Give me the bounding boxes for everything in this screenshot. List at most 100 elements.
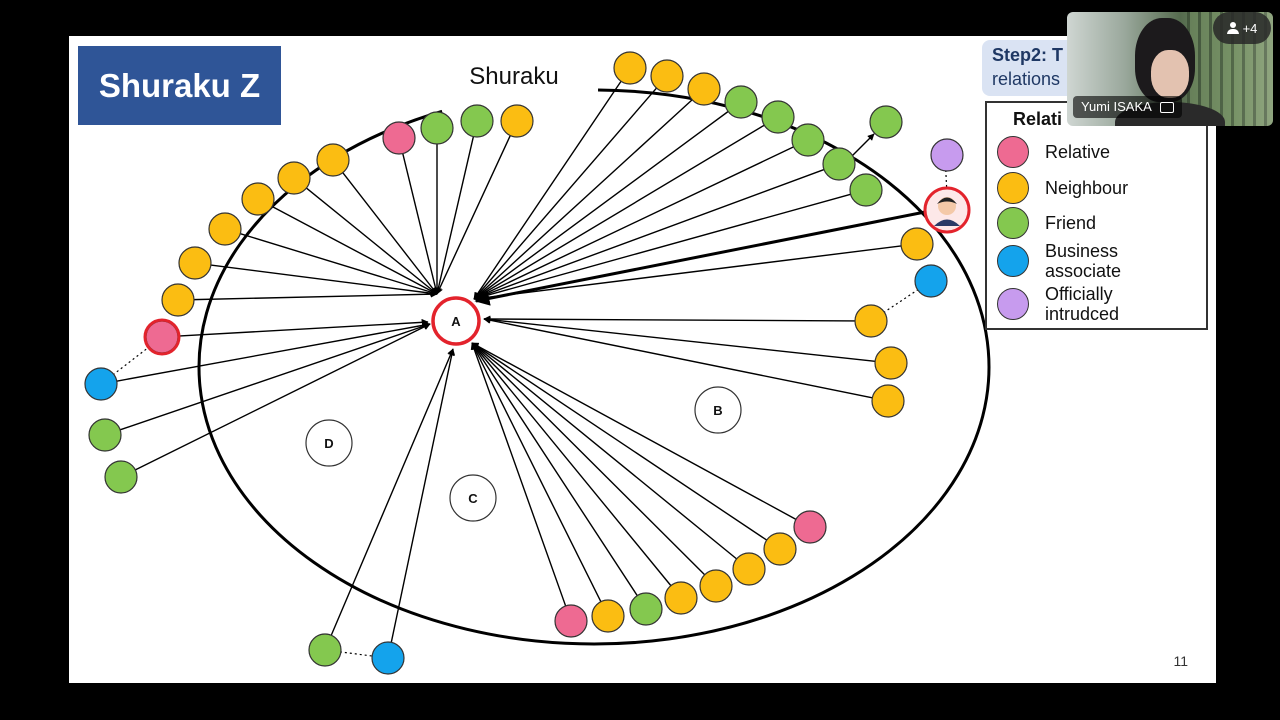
- relationship-node-friend: [420, 111, 454, 145]
- relationship-arrow: [473, 168, 825, 301]
- person-icon: [1226, 22, 1239, 34]
- relationship-arrow: [471, 342, 706, 576]
- household-a-ring: [431, 296, 481, 346]
- relationship-node-neighbour: [763, 532, 797, 566]
- relationship-arrow: [470, 342, 567, 607]
- relationship-arrow: [471, 342, 672, 587]
- legend-item-business-associate: Business associate: [997, 241, 1121, 281]
- relationship-node-neighbour: [874, 346, 908, 380]
- relationship-node-neighbour: [161, 283, 195, 317]
- relationship-arrow: [483, 316, 876, 362]
- legend-label: Relative: [1045, 142, 1111, 162]
- relationship-arrow: [135, 323, 431, 471]
- relationship-arrow: [471, 342, 602, 602]
- participant-name-tag: Yumi ISAKA: [1073, 96, 1182, 118]
- relationship-node-relative: [382, 121, 416, 155]
- relationship-node-neighbour: [208, 212, 242, 246]
- step-box-heading: Step2: T: [992, 45, 1064, 65]
- relationship-node-relative: [793, 510, 827, 544]
- participants-button[interactable]: +4: [1213, 12, 1271, 44]
- relationship-arrow: [473, 80, 622, 300]
- screen-share-icon: [1159, 101, 1174, 113]
- relationship-arrow: [849, 133, 875, 159]
- relationship-node-friend: [629, 592, 663, 626]
- relationship-arrow: [473, 193, 851, 301]
- relationship-arrow: [193, 290, 438, 301]
- relationship-arrow: [402, 153, 439, 295]
- legend-item-neighbour: Neighbour: [997, 172, 1128, 204]
- legend: Relati Relative Neighbour Friend Busines…: [985, 101, 1208, 330]
- household-b-label: B: [713, 403, 722, 418]
- relationship-arrow: [210, 264, 438, 297]
- relationship-node-official: [930, 138, 964, 172]
- participant-name: Yumi ISAKA: [1081, 99, 1152, 114]
- relationship-node-neighbour: [854, 304, 888, 338]
- legend-label: Business associate: [1045, 241, 1122, 281]
- legend-swatch: [997, 207, 1029, 239]
- legend-swatch: [997, 136, 1029, 168]
- relationship-node-neighbour: [178, 246, 212, 280]
- household-b: [694, 386, 742, 434]
- relationship-arrow: [435, 136, 475, 295]
- household-c: [449, 474, 497, 522]
- relationship-links: [100, 80, 948, 659]
- relationship-node-neighbour: [316, 143, 350, 177]
- relationship-node-neighbour: [732, 552, 766, 586]
- village-boundary: [197, 88, 991, 646]
- relationship-arrow: [473, 146, 794, 300]
- legend-label: Neighbour: [1045, 178, 1129, 198]
- relationship-node-business: [84, 367, 118, 401]
- legend-item-relative: Relative: [997, 136, 1110, 168]
- relationship-node-neighbour: [900, 227, 934, 261]
- relationship-arrow: [473, 87, 658, 300]
- relationship-node-relative: [554, 604, 588, 638]
- legend-swatch: [997, 172, 1029, 204]
- legend-swatch: [997, 288, 1029, 320]
- relationship-node-friend: [791, 123, 825, 157]
- household-d: [305, 419, 353, 467]
- relationship-arrow: [483, 315, 856, 323]
- relationship-node-friend: [761, 100, 795, 134]
- legend-item-officially-introduced: Officially intrudced: [997, 284, 1119, 324]
- legend-label: Officially intrudced: [1045, 284, 1120, 324]
- relationship-node-neighbour: [687, 72, 721, 106]
- relationship-node-friend: [724, 85, 758, 119]
- household-a: A: [431, 296, 481, 346]
- relationship-node-friend: [849, 173, 883, 207]
- relationship-node-friend: [822, 147, 856, 181]
- relationship-node-neighbour: [650, 59, 684, 93]
- relationship-nodes: [84, 51, 964, 675]
- relationship-node-neighbour: [591, 599, 625, 633]
- relationship-arrow: [330, 348, 454, 636]
- relationship-arrow: [436, 135, 511, 295]
- participant-face: [1151, 50, 1189, 98]
- relationship-node-neighbour: [241, 182, 275, 216]
- relationship-node-friend: [308, 633, 342, 667]
- relationship-arrow: [390, 348, 456, 643]
- legend-swatch: [997, 245, 1029, 277]
- relationship-node-friend: [869, 105, 903, 139]
- person-hair: [937, 197, 957, 204]
- page-number: 11: [1173, 653, 1188, 669]
- legend-title: Relati: [1013, 109, 1063, 129]
- relationship-arrow: [177, 318, 429, 337]
- relationship-node-neighbour: [699, 569, 733, 603]
- relationship-arrow: [471, 342, 638, 596]
- relationship-arrow: [473, 110, 729, 300]
- official-person-node: [923, 186, 971, 234]
- relationship-node-neighbour: [871, 384, 905, 418]
- person-suit: [934, 219, 960, 226]
- participant-count: +4: [1242, 20, 1258, 36]
- highlight-ring: [143, 318, 181, 356]
- relationship-arrow: [473, 99, 693, 300]
- relationship-arrow: [471, 342, 738, 560]
- legend-item-friend: Friend: [997, 207, 1096, 239]
- household-c-label: C: [468, 491, 478, 506]
- legend-label: Friend: [1045, 213, 1097, 233]
- relationship-node-neighbour: [500, 104, 534, 138]
- official-introduction-arrow: [474, 210, 926, 306]
- relationship-arrow: [473, 124, 765, 300]
- relationship-node-friend: [88, 418, 122, 452]
- relationship-node-business: [371, 641, 405, 675]
